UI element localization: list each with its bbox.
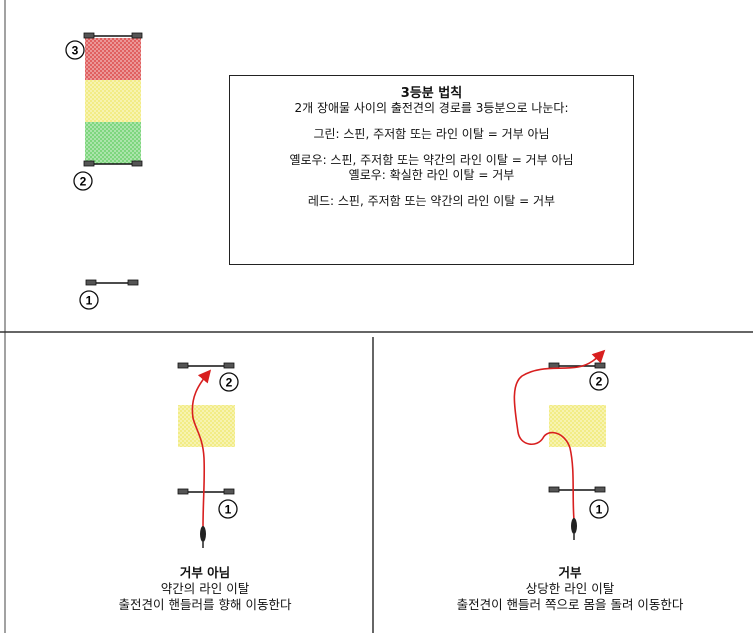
left-caption-line2: 출전견이 핸들러를 향해 이동한다 [118,597,292,612]
obstacle-1-right [548,486,606,493]
rule-green: 그린: 스핀, 주저함 또는 라인 이탈 = 거부 아님 [313,127,550,141]
svg-text:2: 2 [226,376,233,390]
left-caption-line1: 약간의 라인 이탈 [160,581,250,596]
rule-box: 3등분 법칙 2개 장애물 사이의 출전견의 경로를 3등분으로 나눈다: 그린… [229,75,634,265]
rule-yellow-1: 옐로우: 스핀, 주저함 또는 약간의 라인 이탈 = 거부 아님 [289,153,574,167]
left-example-diagram: 2 1 [177,362,239,548]
marker-1-left: 1 [218,499,238,519]
obstacle-2-right [548,362,606,369]
obstacle-2 [83,160,143,167]
marker-3: 3 [65,40,85,60]
svg-text:1: 1 [225,503,232,517]
dog-icon-left [200,526,206,548]
three-zone-column [85,38,141,164]
obstacle-1 [85,279,139,286]
marker-2: 2 [73,171,93,191]
svg-text:2: 2 [80,175,87,189]
dog-icon-right [571,518,577,540]
left-example-caption: 거부 아님 약간의 라인 이탈 출전견이 핸들러를 향해 이동한다 [80,565,330,613]
obstacle-2-left [177,362,235,369]
left-caption-head: 거부 아님 [179,565,231,580]
svg-text:1: 1 [596,503,603,517]
right-example-caption: 거부 상당한 라인 이탈 출전견이 핸들러 쪽으로 몸을 돌려 이동한다 [400,565,740,613]
svg-text:3: 3 [72,44,79,58]
obstacle-3 [83,32,143,39]
rule-red: 레드: 스핀, 주저함 또는 약간의 라인 이탈 = 거부 [307,194,556,208]
obstacle-1-left [177,488,235,495]
right-example-diagram: 2 1 [513,349,609,540]
svg-text:1: 1 [86,294,93,308]
right-caption-head: 거부 [558,565,582,580]
rule-yellow-2: 옐로우: 확실한 라인 이탈 = 거부 [348,168,515,182]
right-caption-line2: 출전견이 핸들러 쪽으로 몸을 돌려 이동한다 [456,597,684,612]
marker-1: 1 [79,290,99,310]
svg-text:2: 2 [596,375,603,389]
rule-intro: 2개 장애물 사이의 출전견의 경로를 3등분으로 나눈다: [294,101,569,115]
right-caption-line1: 상당한 라인 이탈 [525,581,615,596]
marker-2-right: 2 [589,371,609,391]
dog-path-left [191,369,212,529]
dog-path-right [513,349,606,521]
marker-2-left: 2 [219,372,239,392]
rule-title: 3등분 법칙 [400,86,463,101]
marker-1-right: 1 [589,499,609,519]
